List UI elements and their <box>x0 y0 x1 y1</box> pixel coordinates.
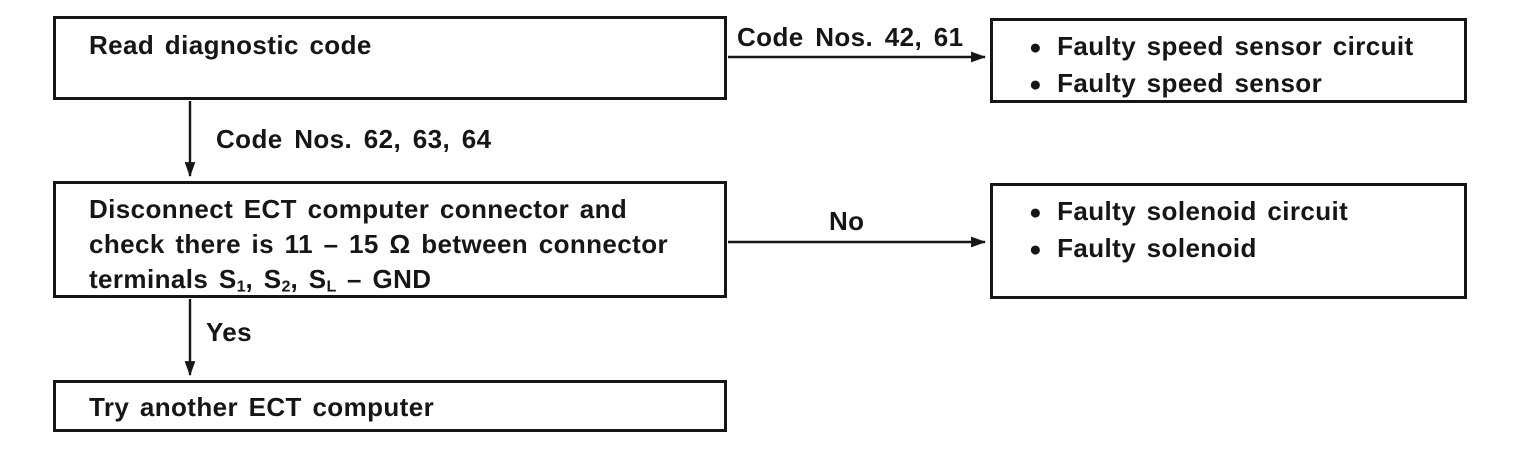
subscript-1: 1 <box>236 277 246 296</box>
box-check-resistance: Disconnect ECT computer connector and ch… <box>53 181 727 298</box>
box-try-another-ect-computer: Try another ECT computer <box>53 380 727 432</box>
check-resistance-line3: terminals S1, S2, SL – GND <box>89 262 724 297</box>
box-faulty-solenoid: ● Faulty solenoid circuit ● Faulty solen… <box>990 183 1467 299</box>
subscript-l: L <box>326 277 337 296</box>
check-resistance-line2: check there is 11 – 15 Ω between connect… <box>89 229 668 259</box>
box-read-diagnostic-code: Read diagnostic code <box>53 16 727 100</box>
list-item-text: Faulty solenoid circuit <box>1057 196 1349 226</box>
arrow-label-no: No <box>829 206 865 236</box>
list-item: ● Faulty solenoid <box>1029 231 1464 268</box>
list-item: ● Faulty speed sensor circuit <box>1029 29 1464 66</box>
speed-sensor-list: ● Faulty speed sensor circuit ● Faulty s… <box>993 21 1464 103</box>
bullet-icon: ● <box>1029 36 1043 59</box>
list-item-text: Faulty speed sensor circuit <box>1057 31 1414 61</box>
check-resistance-text: Disconnect ECT computer connector and ch… <box>56 184 724 297</box>
text-fragment: – GND <box>336 264 432 294</box>
bullet-icon: ● <box>1029 238 1043 261</box>
box-try-another-ect-computer-text: Try another ECT computer <box>89 392 435 422</box>
list-item: ● Faulty solenoid circuit <box>1029 194 1464 231</box>
subscript-2: 2 <box>281 277 291 296</box>
arrow-label-codes-62-63-64: Code Nos. 62, 63, 64 <box>216 124 492 154</box>
arrow-label-yes: Yes <box>206 317 253 347</box>
list-item-text: Faulty speed sensor <box>1057 68 1323 98</box>
solenoid-list: ● Faulty solenoid circuit ● Faulty solen… <box>993 186 1464 268</box>
list-item: ● Faulty speed sensor <box>1029 66 1464 103</box>
bullet-icon: ● <box>1029 73 1043 96</box>
check-resistance-line1: Disconnect ECT computer connector and <box>89 194 628 224</box>
box-read-diagnostic-code-text: Read diagnostic code <box>89 30 372 60</box>
list-item-text: Faulty solenoid <box>1057 233 1257 263</box>
arrow-label-codes-42-61: Code Nos. 42, 61 <box>737 22 964 52</box>
text-fragment: , S <box>290 264 327 294</box>
bullet-icon: ● <box>1029 201 1043 224</box>
box-faulty-speed-sensor: ● Faulty speed sensor circuit ● Faulty s… <box>990 18 1467 103</box>
text-fragment: terminals S <box>89 264 237 294</box>
text-fragment: , S <box>245 264 282 294</box>
